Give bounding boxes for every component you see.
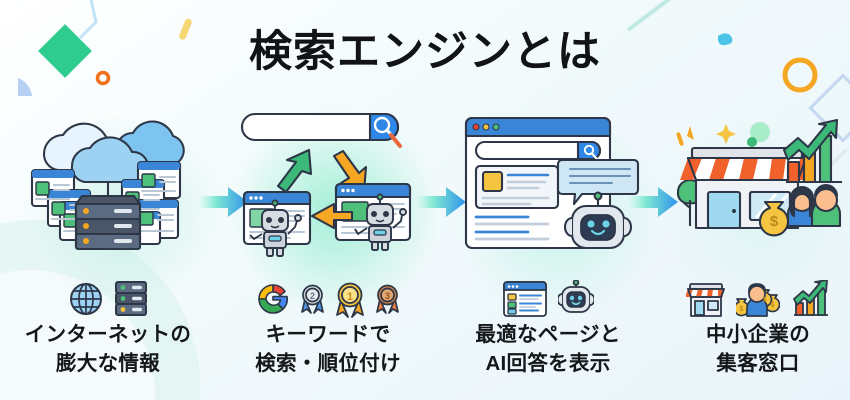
page-title: 検索エンジンとは [249, 28, 601, 76]
storefront-icon [686, 283, 725, 317]
internet-cloud-servers-illustration [30, 120, 185, 251]
blue-zigzag-line-icon [78, 0, 98, 40]
panel-1-caption: インターネットの 膨大な情報 [2, 320, 214, 378]
panel-1-caption-line-1: インターネットの [24, 323, 192, 346]
medal-bronze-icon: 3 [376, 284, 399, 314]
flow-arrow-3 [628, 187, 678, 217]
svg-text:$: $ [771, 302, 775, 309]
svg-text:$: $ [740, 306, 744, 313]
medal-silver-icon: 2 [301, 284, 324, 314]
panel-best-page-ai-answer: 最適なページと AI回答を表示 [450, 108, 646, 398]
blue-quarter-circle-icon [18, 78, 32, 96]
panel-4-caption-line-2: 集客窓口 [716, 352, 800, 375]
svg-text:1: 1 [347, 291, 353, 303]
panel-2-icon-row: 2 1 3 [230, 276, 426, 322]
search-bar-crawler-robots-illustration [240, 112, 412, 257]
panel-3-caption: 最適なページと AI回答を表示 [442, 320, 654, 378]
panel-3-icon-row [450, 276, 646, 322]
small-business-storefront-growth-illustration: $ [676, 118, 842, 237]
growth-chart-icon [793, 280, 828, 316]
panel-1-icon-row [10, 276, 206, 322]
panel-small-business: $ [660, 108, 850, 398]
flow-arrow-1 [198, 187, 248, 217]
panel-3-caption-line-1: 最適なページと [475, 323, 621, 346]
panel-internet-information: インターネットの 膨大な情報 [10, 108, 206, 398]
panel-4-caption-line-1: 中小企業の [706, 323, 810, 346]
panel-1-caption-line-2: 膨大な情報 [56, 352, 160, 375]
result-list-window-icon [503, 281, 547, 317]
yellow-slash-icon [179, 18, 192, 40]
svg-text:2: 2 [310, 291, 315, 301]
medal-gold-icon: 1 [336, 282, 364, 318]
person-money-bags-icon: $ $ $ [736, 283, 780, 317]
panel-3-caption-line-2: AI回答を表示 [485, 352, 611, 375]
green-diamond-icon [38, 24, 92, 78]
search-results-ai-answer-illustration [464, 116, 640, 250]
cyan-leaf-icon [717, 33, 733, 46]
orange-ring-large-icon [782, 57, 818, 93]
panel-4-icon-row: $ $ $ [660, 276, 850, 322]
panel-2-caption: キーワードで 検索・順位付け [222, 320, 434, 378]
teal-diagonal-line-icon [626, 0, 672, 32]
server-rack-icon [115, 281, 147, 316]
flow-arrow-2 [416, 187, 466, 217]
svg-text:$: $ [763, 297, 767, 304]
globe-icon [70, 283, 102, 315]
ai-robot-head-icon [558, 280, 594, 313]
google-g-icon [258, 284, 289, 314]
panel-2-caption-line-2: 検索・順位付け [255, 352, 401, 375]
orange-ring-small-icon [95, 70, 111, 86]
panel-keyword-search-ranking: 2 1 3 キーワードで 検索・順位付け [230, 108, 426, 398]
panel-4-caption: 中小企業の 集客窓口 [652, 320, 850, 378]
panel-2-caption-line-1: キーワードで [265, 323, 391, 346]
svg-text:3: 3 [385, 291, 390, 301]
svg-text:$: $ [770, 213, 779, 230]
